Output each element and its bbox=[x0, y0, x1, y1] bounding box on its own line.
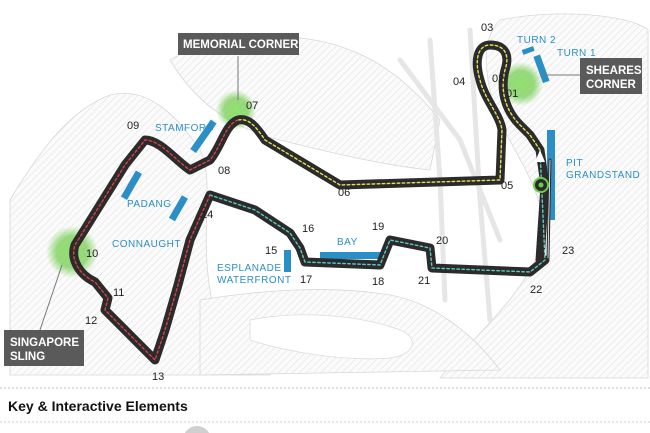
turn-06: 06 bbox=[338, 187, 350, 199]
turn-19: 19 bbox=[372, 221, 384, 233]
road-diagonal bbox=[397, 57, 503, 243]
grandstand-turn2 bbox=[521, 46, 535, 55]
callout-memorial-corner[interactable]: MEMORIAL CORNER bbox=[178, 33, 299, 100]
turn-09: 09 bbox=[127, 120, 139, 132]
grandstand-connaught bbox=[168, 195, 188, 222]
turn-07: 07 bbox=[246, 100, 258, 112]
start-target-core bbox=[538, 182, 544, 188]
grandstand-stamford bbox=[190, 119, 217, 154]
turn-22: 22 bbox=[530, 284, 542, 296]
grandstand-bay bbox=[320, 252, 382, 259]
highlight-turn-1 bbox=[499, 62, 543, 106]
label-pit-2: GRANDSTAND bbox=[566, 170, 640, 181]
label-padang: PADANG bbox=[127, 199, 172, 210]
direction-arrow-icon bbox=[535, 150, 545, 162]
label-esplanade-2: WATERFRONT bbox=[217, 275, 291, 286]
roads bbox=[397, 27, 503, 323]
label-esplanade-1: ESPLANADE bbox=[217, 263, 282, 274]
label-bay: BAY bbox=[337, 237, 358, 248]
turn-02: 02 bbox=[492, 73, 504, 85]
singapore-sling-label-2: SLING bbox=[10, 351, 45, 363]
turn-18: 18 bbox=[372, 276, 384, 288]
turn-17: 17 bbox=[300, 274, 312, 286]
land-top bbox=[169, 35, 441, 171]
turn-15: 15 bbox=[265, 245, 277, 257]
turn-23: 23 bbox=[562, 245, 574, 257]
callout-singapore-sling[interactable]: SINGAPORE SLING bbox=[4, 264, 84, 366]
label-turn2: TURN 2 bbox=[517, 35, 556, 46]
grandstand-turn1 bbox=[533, 54, 550, 84]
turn-21: 21 bbox=[418, 275, 430, 287]
turn-05: 05 bbox=[501, 180, 513, 192]
race-track bbox=[69, 40, 552, 365]
key-preview-icon bbox=[184, 426, 210, 433]
label-pit-1: PIT bbox=[566, 158, 583, 169]
label-stamford: STAMFORD bbox=[155, 123, 214, 134]
turn-20: 20 bbox=[436, 235, 448, 247]
grandstands bbox=[120, 46, 555, 272]
area-labels: TURN 2 TURN 1 STAMFORD PADANG CONNAUGHT … bbox=[112, 35, 640, 286]
sector-yellow bbox=[237, 44, 541, 186]
singapore-sling-label-1: SINGAPORE bbox=[10, 337, 79, 349]
sheares-corner-label-1: SHEARES bbox=[586, 65, 642, 77]
key-section-title: Key & Interactive Elements bbox=[8, 398, 188, 414]
memorial-corner-label: MEMORIAL CORNER bbox=[183, 39, 299, 51]
turn-03: 03 bbox=[481, 22, 493, 34]
turn-16: 16 bbox=[302, 223, 314, 235]
label-turn1: TURN 1 bbox=[557, 48, 596, 59]
turn-numbers: 01 02 03 04 05 06 07 08 09 10 11 12 13 1… bbox=[85, 22, 574, 383]
turn-01: 01 bbox=[506, 88, 518, 100]
callout-sheares-corner[interactable]: SHEARES CORNER bbox=[540, 58, 642, 94]
sheares-corner-label-2: CORNER bbox=[586, 79, 637, 91]
turn-12: 12 bbox=[85, 315, 97, 327]
turn-08: 08 bbox=[218, 165, 230, 177]
pit-lane-line bbox=[547, 159, 551, 259]
turn-13: 13 bbox=[152, 371, 164, 383]
turn-04: 04 bbox=[453, 76, 465, 88]
grandstand-esplanade bbox=[284, 250, 291, 272]
water-bay bbox=[249, 314, 413, 360]
label-connaught: CONNAUGHT bbox=[112, 239, 181, 250]
grandstand-padang bbox=[120, 170, 142, 200]
sector-red bbox=[73, 119, 239, 361]
turn-14: 14 bbox=[201, 209, 213, 221]
start-finish[interactable] bbox=[533, 150, 549, 193]
road-vertical-2 bbox=[467, 27, 493, 323]
sector-teal bbox=[209, 149, 546, 273]
turn-10: 10 bbox=[86, 248, 98, 260]
turn-11: 11 bbox=[113, 287, 124, 299]
